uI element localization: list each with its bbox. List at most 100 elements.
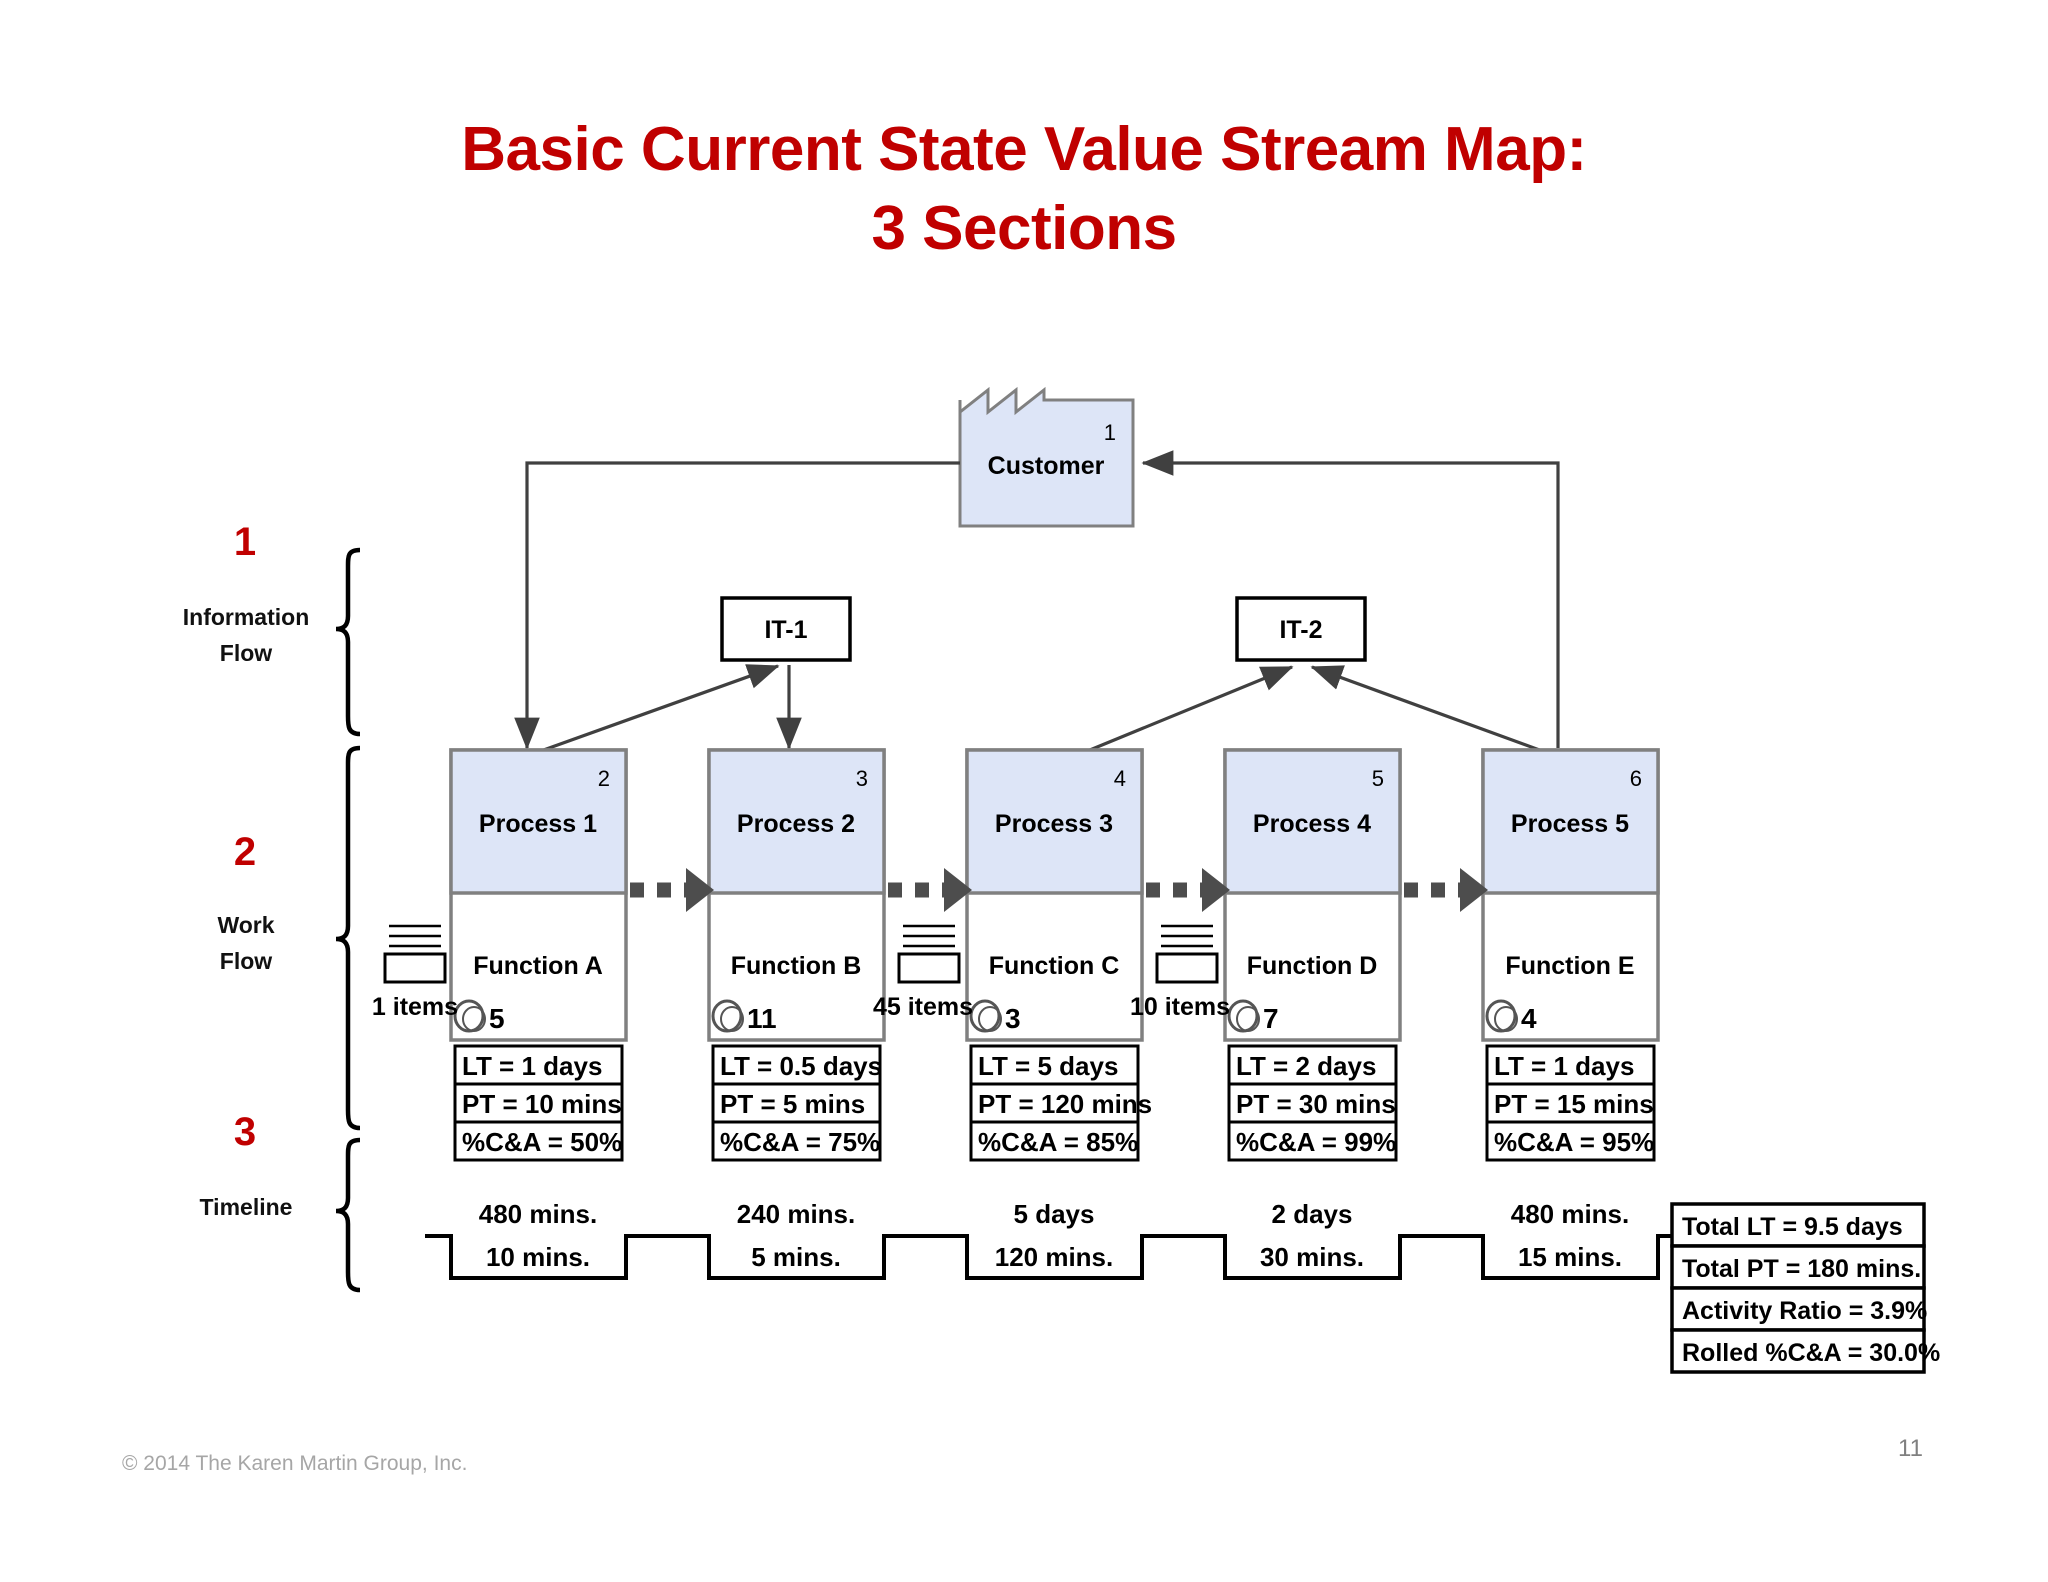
it-system-2[interactable]: IT-2: [1235, 596, 1367, 662]
process-2-data-box: LT = 0.5 days PT = 5 mins %C&A = 75%: [711, 1044, 882, 1162]
inventory-icon-1: [383, 924, 447, 984]
process-5-function: Function E: [1505, 952, 1634, 980]
process-5-lt: LT = 1 days: [1494, 1051, 1634, 1081]
inventory-icon-3: [1155, 924, 1219, 984]
summary-total-pt: Total PT = 180 mins.: [1682, 1255, 1921, 1283]
operator-icon: [1227, 999, 1260, 1033]
it-system-1-label: IT-1: [764, 616, 807, 644]
timeline-lead-time-5: 480 mins.: [1511, 1199, 1630, 1229]
brace-information-flow: [335, 547, 361, 737]
brace-timeline: [335, 1137, 361, 1293]
process-2-number: 3: [856, 766, 868, 791]
push-arrow-3-4: [1146, 868, 1230, 912]
push-arrow-2-3: [888, 868, 972, 912]
timeline-process-time-1: 10 mins.: [486, 1242, 590, 1272]
push-arrow-1-2: [630, 868, 714, 912]
summary-box: Total LT = 9.5 days Total PT = 180 mins.…: [1670, 1202, 1940, 1374]
process-2-ca: %C&A = 75%: [720, 1127, 880, 1157]
section-number-1: 1: [233, 520, 257, 564]
process-box-4[interactable]: 5 Process 4 Function D 7: [1223, 748, 1402, 1042]
process-4-pt: PT = 30 mins: [1236, 1089, 1396, 1119]
inventory-label-2: 45 items: [873, 993, 973, 1021]
timeline-lead-time-2: 240 mins.: [737, 1199, 856, 1229]
timeline-process-time-5: 15 mins.: [1518, 1242, 1622, 1272]
arrow-customer-to-process-1: [514, 461, 960, 750]
timeline-process-time-3: 120 mins.: [995, 1242, 1114, 1272]
timeline-lead-time-1: 480 mins.: [479, 1199, 598, 1229]
arrow-process-5-to-customer: [1141, 450, 1560, 748]
operator-icon: [969, 999, 1002, 1033]
process-box-2[interactable]: 3 Process 2 Function B 11: [707, 748, 886, 1042]
summary-activity-ratio: Activity Ratio = 3.9%: [1682, 1297, 1927, 1325]
process-1-function: Function A: [473, 952, 603, 980]
it-system-1[interactable]: IT-1: [720, 596, 852, 662]
customer-label: Customer: [988, 452, 1105, 480]
summary-total-lt: Total LT = 9.5 days: [1682, 1213, 1903, 1241]
push-arrow-4-5: [1404, 868, 1488, 912]
process-box-5[interactable]: 6 Process 5 Function E 4: [1481, 748, 1660, 1042]
process-3-operators: 3: [1005, 1003, 1021, 1034]
copyright-text: © 2014 The Karen Martin Group, Inc.: [122, 1452, 468, 1475]
page-title: Basic Current State Value Stream Map: 3 …: [0, 110, 2048, 269]
page-number: 11: [1898, 1435, 1923, 1462]
process-4-operators: 7: [1263, 1003, 1279, 1034]
process-1-ca: %C&A = 50%: [462, 1127, 622, 1157]
customer-node[interactable]: Customer 1: [958, 386, 1135, 528]
section-label-2-line1: Work: [217, 912, 275, 938]
title-line-1: Basic Current State Value Stream Map:: [461, 115, 1587, 184]
process-1-lt: LT = 1 days: [462, 1051, 602, 1081]
it-system-2-label: IT-2: [1279, 616, 1322, 644]
section-number-3: 3: [233, 1110, 257, 1154]
process-3-function: Function C: [989, 952, 1120, 980]
inventory-label-1: 1 items: [372, 993, 458, 1021]
section-label-timeline: Timeline: [146, 1190, 346, 1226]
process-2-lt: LT = 0.5 days: [720, 1051, 882, 1081]
section-label-1-line1: Information: [182, 604, 310, 630]
summary-rolled-ca: Rolled %C&A = 30.0%: [1682, 1339, 1940, 1367]
operator-icon: [1485, 999, 1518, 1033]
process-3-lt: LT = 5 days: [978, 1051, 1118, 1081]
process-1-name: Process 1: [479, 810, 597, 838]
timeline-lead-time-4: 2 days: [1272, 1199, 1353, 1229]
process-4-name: Process 4: [1253, 810, 1371, 838]
operator-icon: [453, 999, 486, 1033]
process-3-ca: %C&A = 85%: [978, 1127, 1138, 1157]
process-1-data-box: LT = 1 days PT = 10 mins %C&A = 50%: [453, 1044, 624, 1162]
process-5-ca: %C&A = 95%: [1494, 1127, 1654, 1157]
customer-number: 1: [1104, 420, 1116, 445]
arrow-process-5-to-it-2: [1310, 665, 1546, 754]
timeline-process-time-2: 5 mins.: [751, 1242, 841, 1272]
process-5-name: Process 5: [1511, 810, 1629, 838]
operator-icon: [711, 999, 744, 1033]
process-4-number: 5: [1372, 766, 1384, 791]
section-label-2-line2: Flow: [219, 947, 273, 974]
section-label-1-line2: Flow: [219, 639, 273, 666]
section-label-work-flow: Work Flow: [146, 908, 346, 979]
process-4-lt: LT = 2 days: [1236, 1051, 1376, 1081]
process-2-function: Function B: [731, 952, 862, 980]
process-3-pt: PT = 120 mins: [978, 1089, 1152, 1119]
process-1-number: 2: [598, 766, 610, 791]
process-box-1[interactable]: 2 Process 1 Function A 5: [449, 748, 628, 1042]
process-5-number: 6: [1630, 766, 1642, 791]
process-2-pt: PT = 5 mins: [720, 1089, 865, 1119]
process-3-data-box: LT = 5 days PT = 120 mins %C&A = 85%: [969, 1044, 1152, 1162]
process-4-function: Function D: [1247, 952, 1378, 980]
process-3-name: Process 3: [995, 810, 1113, 838]
process-1-pt: PT = 10 mins: [462, 1089, 622, 1119]
inventory-icon-2: [897, 924, 961, 984]
arrow-process-1-to-it-1: [537, 664, 780, 754]
process-box-3[interactable]: 4 Process 3 Function C 3: [965, 748, 1144, 1042]
process-2-name: Process 2: [737, 810, 855, 838]
process-2-operators: 11: [747, 1003, 777, 1034]
process-1-operators: 5: [489, 1003, 505, 1034]
timeline-process-time-4: 30 mins.: [1260, 1242, 1364, 1272]
process-4-data-box: LT = 2 days PT = 30 mins %C&A = 99%: [1227, 1044, 1398, 1162]
timeline-lead-time-3: 5 days: [1014, 1199, 1095, 1229]
process-5-pt: PT = 15 mins: [1494, 1089, 1654, 1119]
inventory-label-3: 10 items: [1130, 993, 1230, 1021]
timeline-ladder: [425, 1234, 1672, 1280]
section-number-2: 2: [233, 830, 257, 874]
process-5-data-box: LT = 1 days PT = 15 mins %C&A = 95%: [1485, 1044, 1656, 1162]
